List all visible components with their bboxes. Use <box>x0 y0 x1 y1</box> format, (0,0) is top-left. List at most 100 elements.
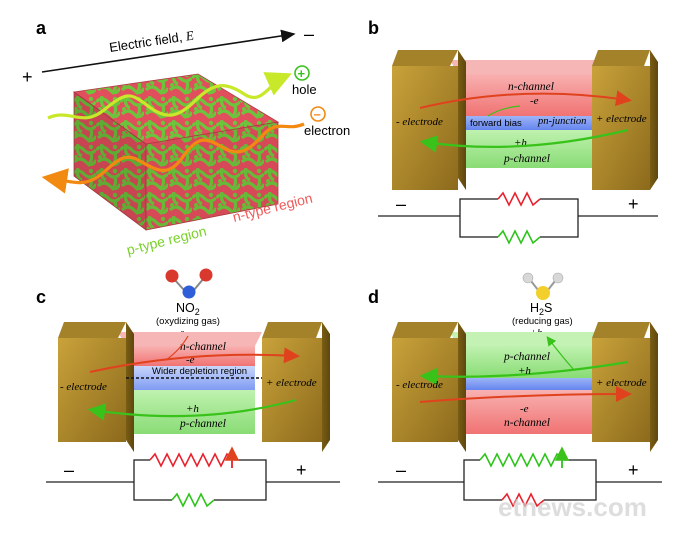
plus-h-label-d: +h <box>518 365 531 377</box>
resistor-green-b <box>497 229 541 245</box>
resistor-red-b <box>497 191 541 207</box>
resistor-green-d <box>479 452 565 468</box>
p-channel-layer-b <box>458 130 592 168</box>
field-symbol: E <box>184 28 195 44</box>
panel-a: a Electric field, E + – + hole – electro… <box>22 18 350 258</box>
circuit-plus-b: + <box>628 194 639 214</box>
minus-e-label-d: -e <box>520 403 529 415</box>
sulfur-atom <box>536 286 550 300</box>
gap-top-c <box>150 456 234 464</box>
p-channel-label-d: p-channel <box>503 351 550 363</box>
no2-molecule <box>165 268 213 299</box>
right-electrode-top-c <box>262 322 322 338</box>
panel-c-letter: c <box>36 287 46 307</box>
hole-arrow-c <box>87 398 297 421</box>
h2s-bond-1 <box>530 280 539 291</box>
gap-bottom-c <box>172 496 214 504</box>
electron-path <box>41 122 305 194</box>
field-plus-sign: + <box>22 67 33 87</box>
n-channel-label-d: n-channel <box>504 417 550 429</box>
h2s-formula-s: S <box>544 301 552 315</box>
field-minus-sign: – <box>304 24 314 44</box>
block-front-shade <box>74 92 146 230</box>
gap-bottom-b <box>498 233 540 241</box>
right-electrode-top-d <box>592 322 650 338</box>
electron-arrow-b <box>419 90 632 109</box>
oxygen-atom-right <box>199 268 213 282</box>
plus-h-label-c: +h <box>186 403 199 415</box>
left-electrode-top-c <box>58 322 126 338</box>
right-electrode-side-d <box>650 322 658 452</box>
p-type-region-label: p-type region <box>125 223 208 258</box>
circuit-plus-d: + <box>628 460 639 480</box>
hydrogen-atom-left <box>522 272 534 284</box>
circuit-b <box>378 191 658 245</box>
left-electrode-side-c <box>126 322 134 452</box>
left-electrode-d <box>392 338 458 442</box>
channel-top-d <box>450 332 600 346</box>
electron-arrow-d <box>419 386 632 403</box>
p-channel-layer-d <box>458 346 592 378</box>
electron-arrow-c <box>89 347 300 373</box>
circuit-loop-b <box>459 198 579 238</box>
hole-label: hole <box>292 82 317 97</box>
forward-bias-label: forward bias <box>470 118 522 129</box>
panel-b-letter: b <box>368 18 379 38</box>
no2-formula-sub: 2 <box>195 307 200 317</box>
right-electrode-b <box>592 66 650 190</box>
left-electrode-c <box>58 338 126 442</box>
circuit-minus-b: – <box>396 194 406 214</box>
left-electrode-label-c: - electrode <box>60 381 107 393</box>
electron-badge-symbol: – <box>314 107 321 122</box>
hydrogen-atom-right <box>552 272 564 284</box>
p-channel-label-c: p-channel <box>179 418 226 430</box>
watermark: etnews.com <box>498 492 647 522</box>
hole-badge-symbol: + <box>298 66 306 81</box>
right-electrode-top-b <box>592 50 650 66</box>
channel-top-c <box>118 332 262 346</box>
oxidizing-gas-note: (oxydizing gas) <box>156 316 220 327</box>
circuit-minus-c: – <box>64 460 74 480</box>
h2s-formula-h: H <box>530 301 539 315</box>
left-electrode-side-d <box>458 322 466 452</box>
right-electrode-label-b: + electrode <box>596 113 647 125</box>
p-channel-label-b: p-channel <box>503 153 550 165</box>
no2-formula: NO2 <box>176 301 200 317</box>
panel-a-letter: a <box>36 18 47 38</box>
channel-top-b <box>450 60 600 74</box>
right-electrode-label-c: + electrode <box>266 377 317 389</box>
left-electrode-label-d: - electrode <box>396 379 443 391</box>
h2s-bond-2 <box>547 280 556 291</box>
electron-label: electron <box>304 123 350 138</box>
gas-hole-arrow <box>546 336 575 371</box>
left-electrode-label-b: - electrode <box>396 116 443 128</box>
circuit-c <box>46 446 340 508</box>
n-channel-label-b: n-channel <box>508 81 554 93</box>
depletion-label: Wider depletion region <box>152 366 247 377</box>
electric-field-arrow <box>41 29 296 73</box>
left-electrode-side-b <box>458 50 466 190</box>
left-electrode-top-d <box>392 322 458 338</box>
right-electrode-side-b <box>650 50 658 190</box>
hole-path <box>47 72 292 120</box>
h2s-formula-sub: 2 <box>539 307 544 317</box>
reducing-gas-note: (reducing gas) <box>512 316 573 327</box>
right-electrode-c <box>262 338 322 442</box>
circuit-minus-d: – <box>396 460 406 480</box>
gap-top-d <box>480 456 564 464</box>
n-channel-label-c: n-channel <box>180 341 226 353</box>
left-electrode-b <box>392 66 458 190</box>
left-electrode-top-b <box>392 50 458 66</box>
minus-e-label-c: -e <box>186 354 195 366</box>
circuit-plus-c: + <box>296 460 307 480</box>
junction-layer-d <box>458 378 592 390</box>
resistor-green-c <box>171 492 215 508</box>
recombination-arrow-b <box>487 105 521 117</box>
right-electrode-side-c <box>322 322 330 452</box>
right-electrode-label-d: + electrode <box>596 377 647 389</box>
h2s-molecule <box>522 272 564 300</box>
panel-b: b n-channel -e forward bias pn-junction … <box>368 18 658 245</box>
resistor-red-d <box>501 492 545 508</box>
no2-formula-main: NO <box>176 301 195 315</box>
